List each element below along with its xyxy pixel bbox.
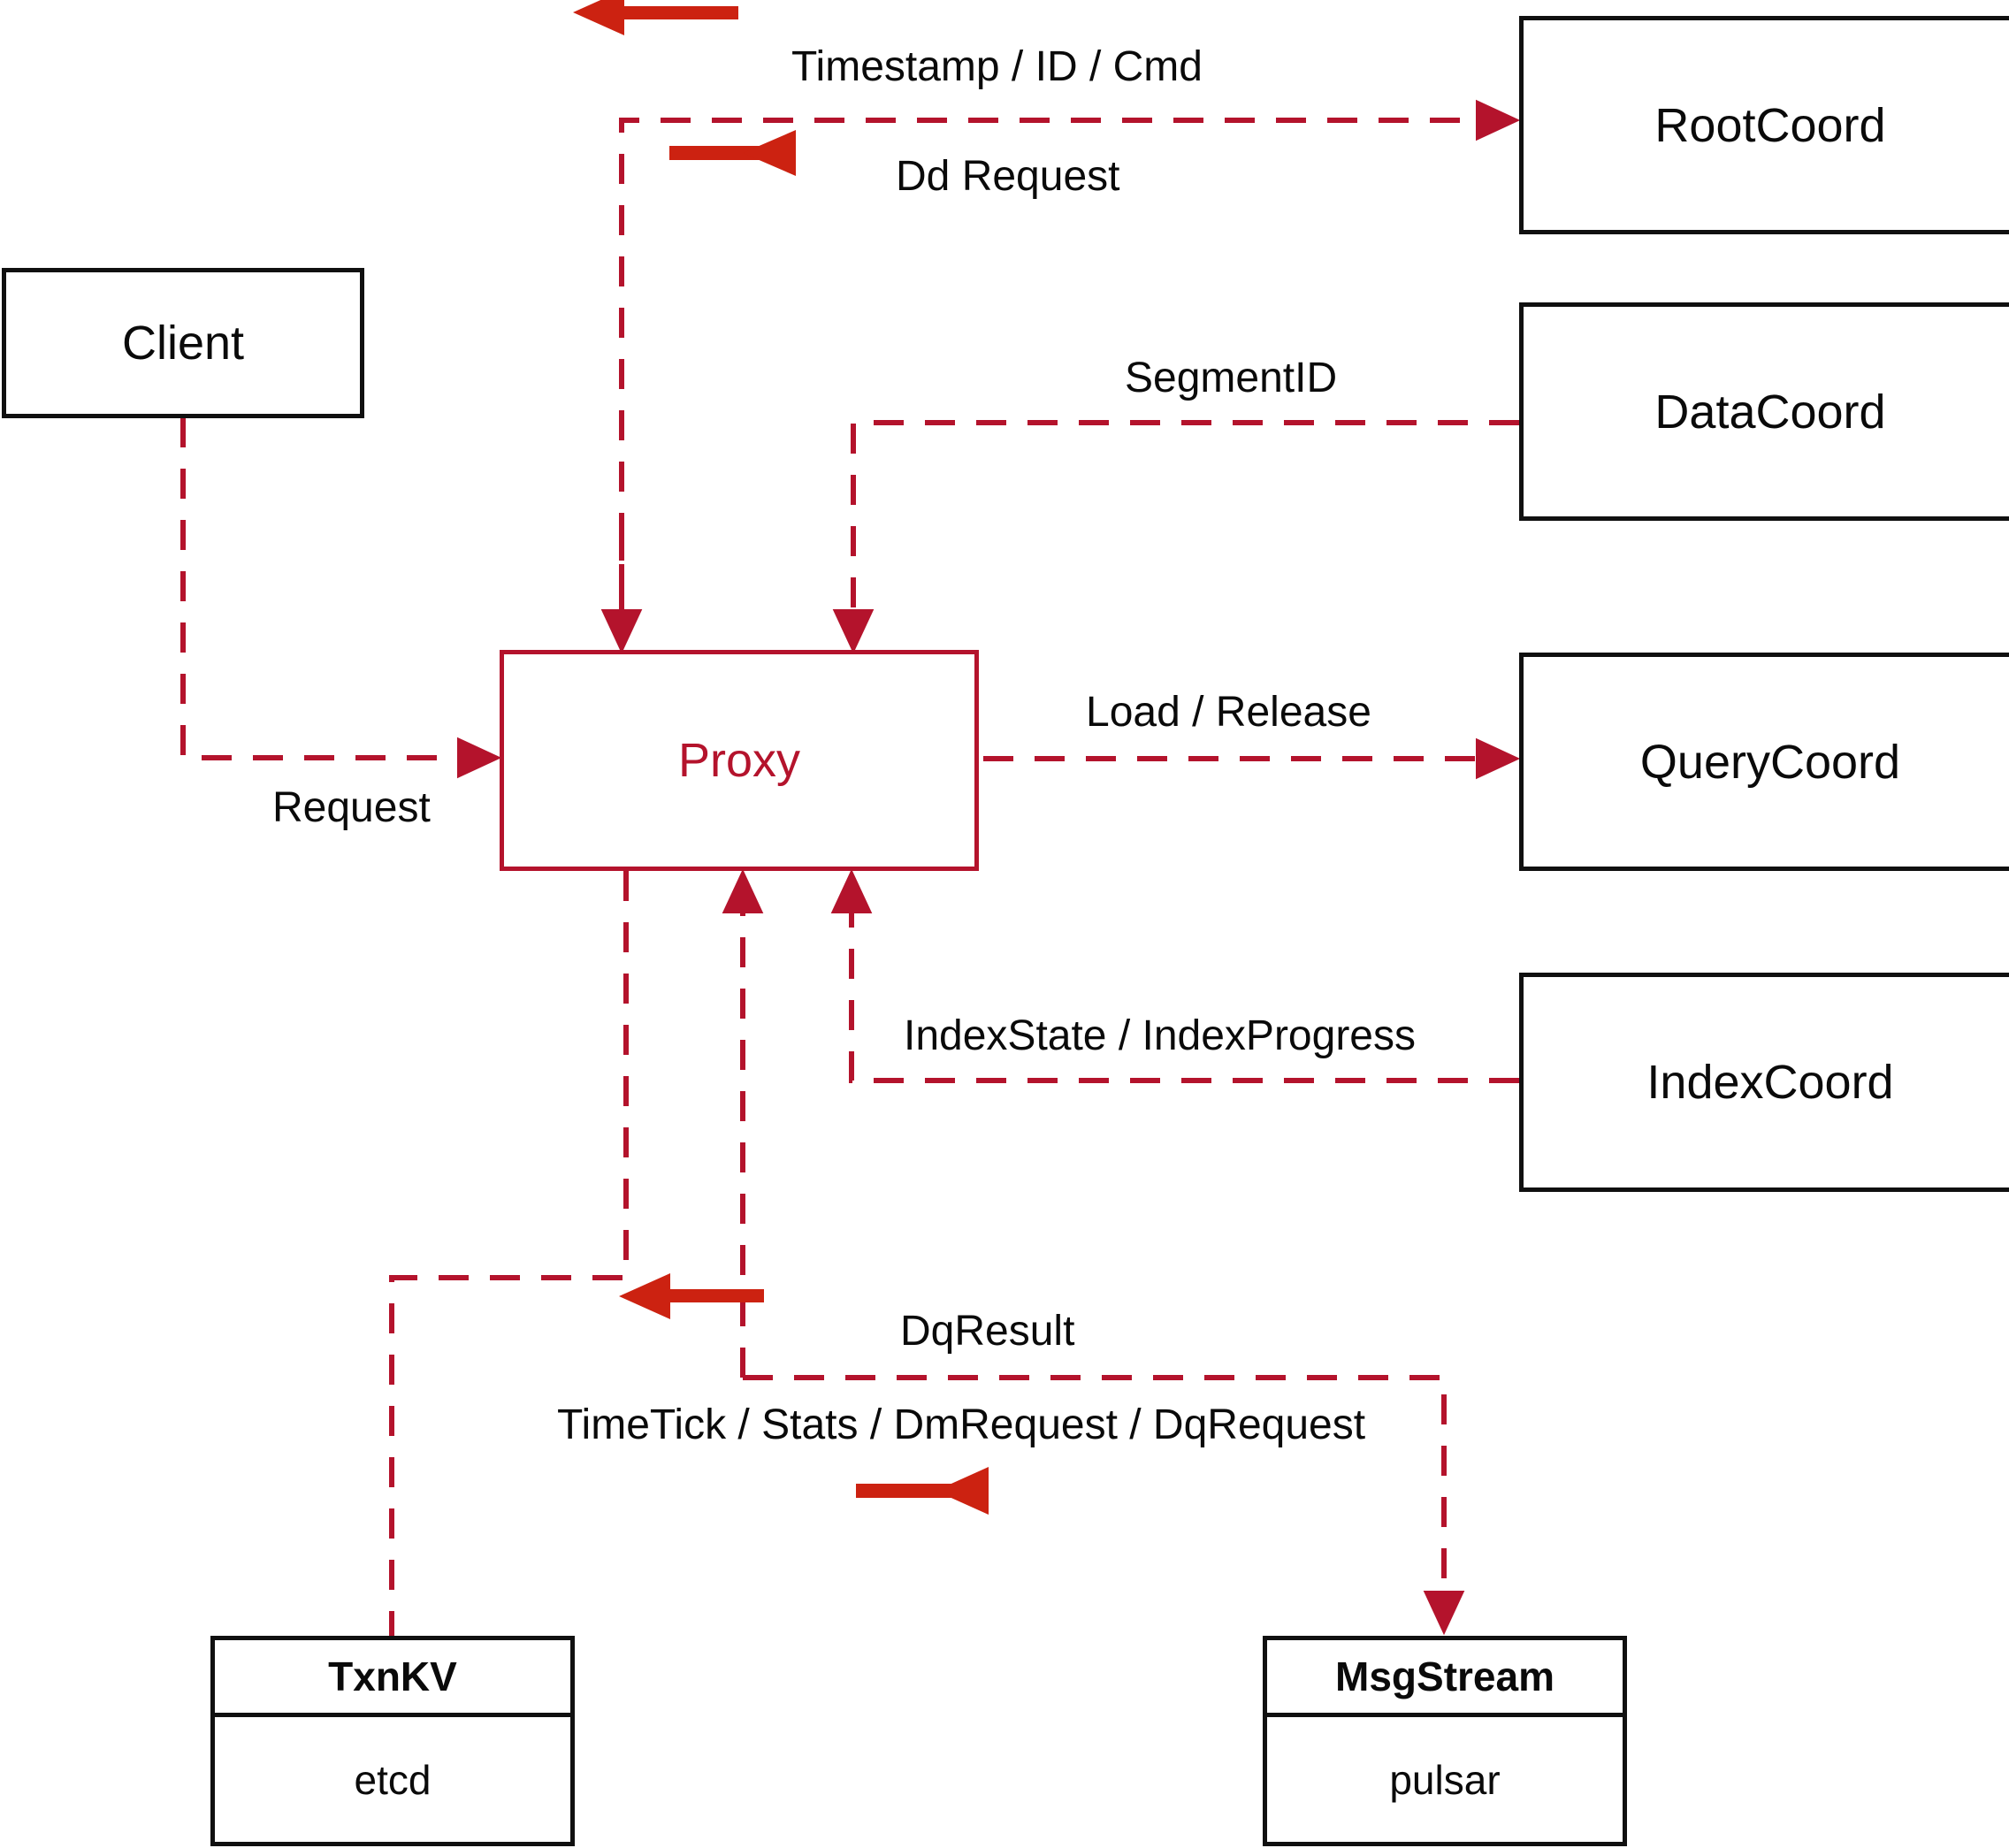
store-txnkv-title: TxnKV [215,1640,570,1717]
edge-txnkv-path [389,871,629,1636]
store-msgstream-title: MsgStream [1267,1640,1623,1717]
edge-label-segment-id: SegmentID [1125,355,1338,401]
edge-segmentid-path [832,420,1519,654]
direction-arrow-right-ddrequest [669,130,796,176]
node-proxy[interactable]: Proxy [500,650,979,871]
direction-arrow-left-dqresult [619,1273,764,1319]
node-data-coord-label: DataCoord [1654,385,1886,439]
node-root-coord-label: RootCoord [1654,98,1886,152]
node-client[interactable]: Client [2,268,364,418]
edge-label-request: Request [272,784,431,831]
edge-rootcoord-path [619,99,1521,645]
edge-indexstate-path [830,868,1519,1083]
node-root-coord[interactable]: RootCoord [1519,16,2009,234]
node-client-label: Client [121,317,245,370]
edge-request-path [180,417,502,779]
node-query-coord-label: QueryCoord [1639,735,1901,789]
edge-label-dd-request: Dd Request [896,153,1120,200]
store-msgstream[interactable]: MsgStream pulsar [1263,1636,1627,1846]
store-msgstream-impl: pulsar [1389,1756,1501,1803]
edge-timetick-path [743,1375,1465,1636]
edge-label-load-release: Load / Release [1086,689,1371,736]
store-txnkv-impl: etcd [354,1756,432,1803]
edge-label-timetick-stats: TimeTick / Stats / DmRequest / DqRequest [557,1401,1366,1448]
node-data-coord[interactable]: DataCoord [1519,302,2009,521]
node-proxy-label: Proxy [677,734,801,787]
edge-label-timestamp-id-cmd: Timestamp / ID / Cmd [791,43,1203,90]
node-query-coord[interactable]: QueryCoord [1519,653,2009,871]
node-index-coord-label: IndexCoord [1646,1056,1894,1109]
edge-label-dq-result: DqResult [900,1308,1075,1355]
direction-arrow-right-timetick [856,1467,989,1515]
node-index-coord[interactable]: IndexCoord [1519,973,2009,1192]
direction-arrow-left-timestamp [573,0,738,35]
edge-label-index-state-progress: IndexState / IndexProgress [904,1012,1416,1059]
store-txnkv[interactable]: TxnKV etcd [210,1636,575,1846]
